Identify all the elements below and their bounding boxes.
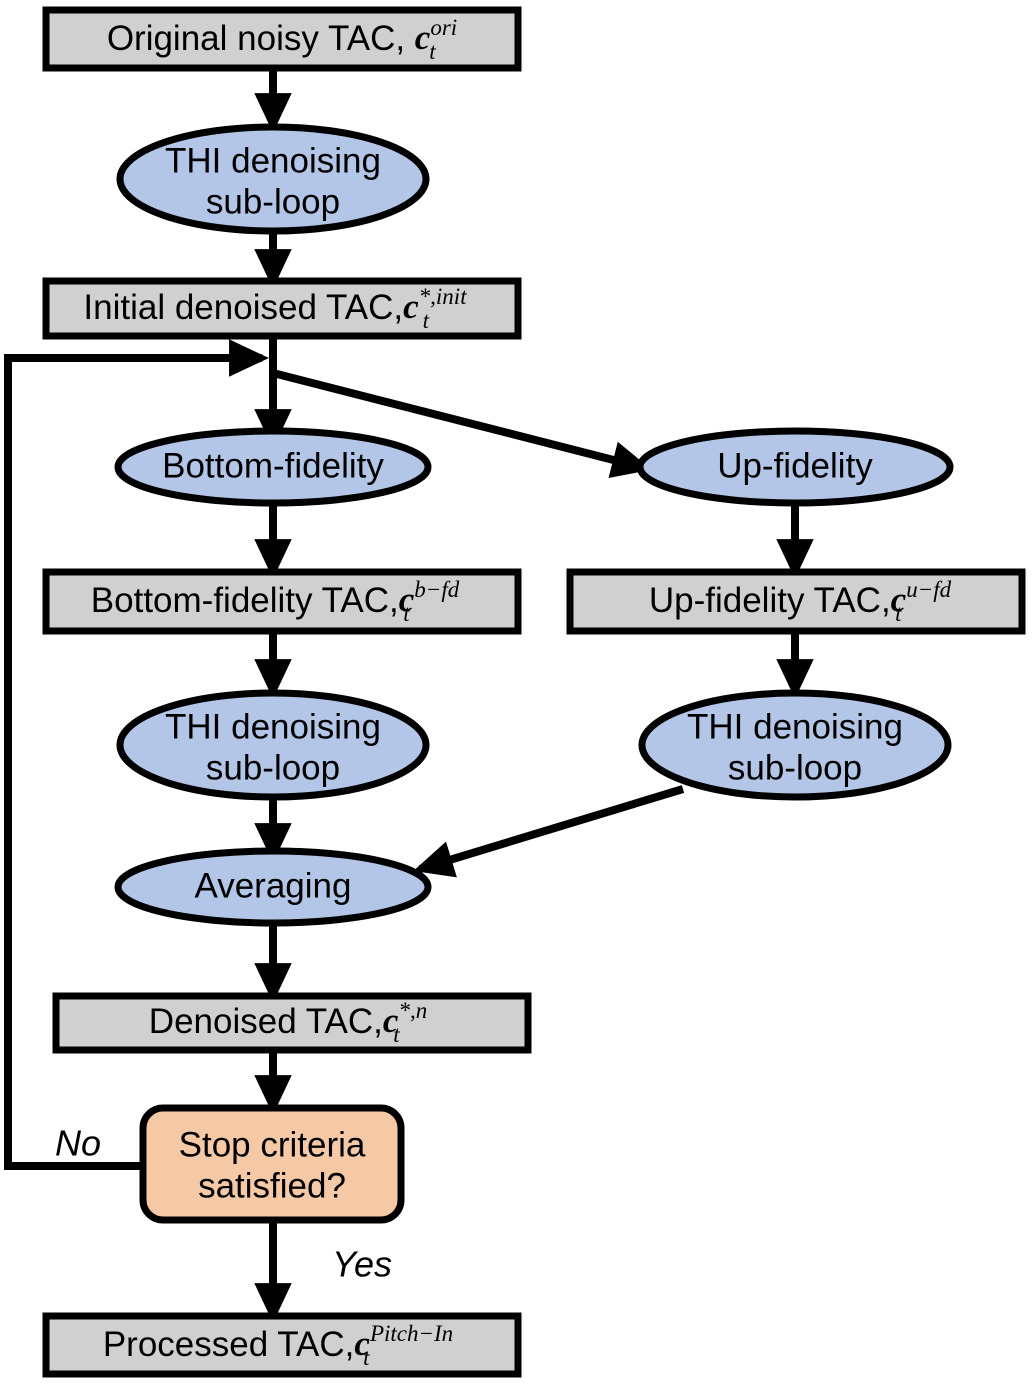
initial-denoised-tac-box: [42, 277, 522, 340]
node-up-fidelity: Up-fidelity: [636, 427, 954, 507]
edge-label-no: No: [55, 1123, 101, 1164]
processed-tac-box: [42, 1312, 522, 1378]
edge-initial-to-up-fidelity: [272, 369, 652, 478]
thi1-label-line1: THI denoising: [165, 141, 381, 180]
stop-criteria-box: [139, 1104, 405, 1224]
node-stop-criteria: Stop criteria satisfied?: [139, 1104, 405, 1224]
bottom-fidelity-label: Bottom-fidelity: [162, 446, 384, 485]
thi1-label-line2: sub-loop: [206, 182, 340, 221]
thi2-label-line2: sub-loop: [206, 748, 340, 787]
thi1-ellipse: [116, 123, 430, 235]
thi3-ellipse: [638, 689, 952, 801]
averaging-ellipse: [114, 847, 432, 927]
edge-label-yes: Yes: [332, 1244, 392, 1285]
stop-criteria-label-line1: Stop criteria: [179, 1125, 366, 1164]
up-fidelity-ellipse: [636, 427, 954, 507]
thi3-label-line2: sub-loop: [728, 748, 862, 787]
thi2-ellipse: [116, 689, 430, 801]
node-thi-denoise-1: THI denoising sub-loop: [116, 123, 430, 235]
edge-thi3-to-averaging: [413, 785, 685, 878]
bottom-fidelity-tac-box: [42, 568, 522, 635]
edge-feedback-no-loop: [4, 339, 269, 1170]
node-thi-denoise-2: THI denoising sub-loop: [116, 689, 430, 801]
node-thi-denoise-3: THI denoising sub-loop: [638, 689, 952, 801]
original-tac-box: [42, 6, 522, 72]
thi2-label-line1: THI denoising: [165, 707, 381, 746]
up-fidelity-label: Up-fidelity: [717, 446, 873, 485]
node-bottom-fidelity: Bottom-fidelity: [114, 427, 432, 507]
denoised-tac-box: [52, 992, 532, 1054]
averaging-label: Averaging: [195, 866, 352, 905]
stop-criteria-label-line2: satisfied?: [198, 1166, 346, 1205]
up-fidelity-tac-box: [566, 568, 1026, 635]
node-averaging: Averaging: [114, 847, 432, 927]
bottom-fidelity-ellipse: [114, 427, 432, 507]
thi3-label-line1: THI denoising: [687, 707, 903, 746]
